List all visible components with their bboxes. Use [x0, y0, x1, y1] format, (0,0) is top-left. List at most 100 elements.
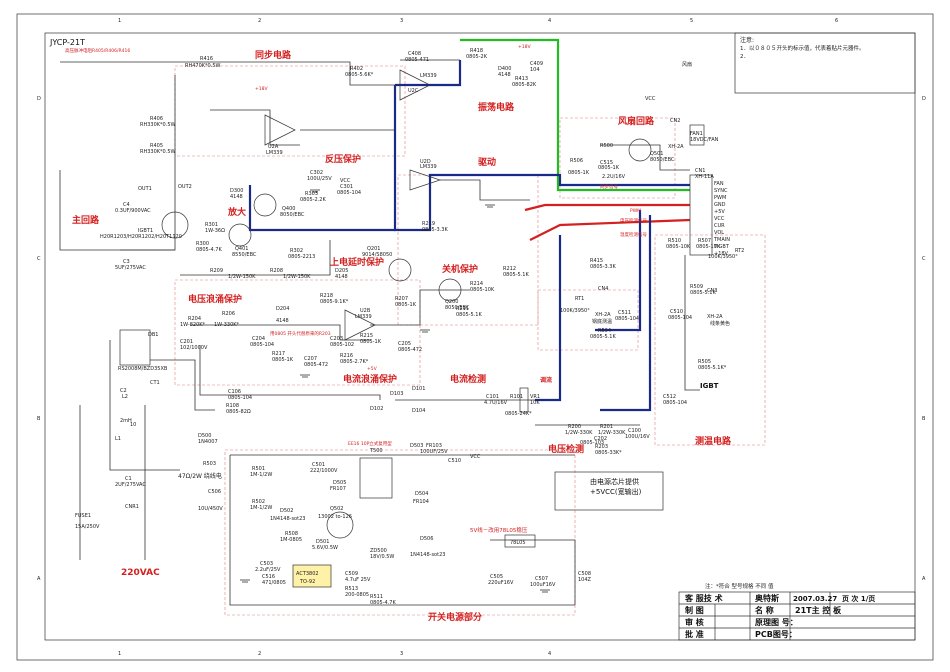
- grid-col-1: 1: [118, 18, 121, 24]
- section-shutdown: 关机保护: [442, 263, 478, 275]
- vr1-pot: [519, 387, 529, 413]
- c3-label: C3: [123, 259, 130, 265]
- title-pages: 页 次 1/页: [842, 594, 875, 603]
- grid-col-1-bottom: 1: [118, 651, 121, 657]
- section-ac-input: 220VAC: [121, 568, 160, 578]
- title-approved: 批 准: [685, 629, 704, 639]
- adjust-label: 调流: [540, 376, 552, 384]
- d502-label: D502: [280, 508, 293, 514]
- r302-label: R302: [290, 248, 303, 254]
- q201-label: Q201: [367, 246, 380, 252]
- r300-value: 0805-4.7K: [196, 247, 222, 253]
- cn2-connector: [689, 124, 705, 146]
- u2c-part: LM339: [420, 73, 437, 79]
- cn4-value: XH-2A: [595, 312, 611, 318]
- r504-value: 0805-5.1K: [590, 334, 616, 340]
- smps-region: [224, 449, 576, 616]
- title-footnote: 注：*符合 型号规格 不同 值: [705, 582, 774, 590]
- d204-value: 4148: [276, 318, 289, 324]
- q501-label: Q501: [650, 151, 663, 157]
- r503-value: 47Ω/2W 绕线电: [178, 472, 222, 480]
- c202-label: C202: [594, 436, 607, 442]
- u2d-label: U2D: [420, 159, 431, 165]
- wire-r209: [180, 240, 331, 276]
- cn3-label: CN3: [707, 288, 717, 294]
- d300-label: D300: [230, 188, 243, 194]
- cn1-pin-4: GND: [714, 202, 726, 208]
- r303-label: R303: [305, 191, 318, 197]
- t500-note: EE16 10P立式复用型: [348, 440, 392, 447]
- net-amp-blue: [248, 185, 395, 232]
- q400-label: Q400: [282, 206, 295, 212]
- cn1-pin-6: VCC: [714, 216, 725, 222]
- r203-value: 0805-33K*: [595, 450, 622, 456]
- cn1-connector: [689, 174, 713, 256]
- c510b-label: C510: [448, 458, 461, 464]
- wire-5v: [490, 539, 576, 605]
- u2a-label: U2A: [268, 144, 279, 150]
- d205-label: D205: [335, 268, 348, 274]
- grid-col-5: 5: [690, 18, 693, 24]
- grid-row-b-left: B: [37, 416, 41, 422]
- fuse1-label: FUSE1: [75, 513, 91, 519]
- igbt1-value: H20R1203/H20R1202/H20T1120: [100, 234, 182, 240]
- r502-value: 1M-1/2W: [250, 505, 272, 511]
- c3-value: 5UF/275VAC: [115, 265, 146, 271]
- r510-value: 0805-10K: [666, 244, 691, 250]
- u500-chip: [292, 564, 332, 588]
- u501-label: 78L05: [510, 540, 526, 546]
- notes-line-2: 2．: [740, 54, 749, 60]
- r406-label: R406: [150, 116, 163, 122]
- notes-line-1: 1．以０８０５开头的标示值，代表着贴片元器件。: [740, 44, 865, 52]
- q200-value: 8050/EBC: [445, 305, 470, 311]
- r416-label: R416: [200, 56, 213, 62]
- opamp-u2a: [264, 114, 296, 146]
- v18-tag: +18V: [518, 44, 531, 50]
- grid-row-c-left: C: [37, 256, 41, 262]
- c509-value: 4.7uF 25V: [345, 577, 371, 583]
- r207-label: R207: [395, 296, 408, 302]
- c101-value: 4.7U/16V: [484, 400, 508, 406]
- c408-value: 0805-471: [405, 57, 429, 63]
- r501-value: 1M-1/2W: [250, 472, 272, 478]
- vcc-tag-2: VCC: [340, 178, 351, 184]
- grid-col-4: 4: [548, 18, 551, 24]
- title-checked: 审 核: [685, 617, 704, 627]
- title-company: 客 服技 术: [684, 593, 723, 603]
- r216-label: R216: [340, 353, 353, 359]
- vcc-note: 由电源芯片提供: [590, 477, 639, 486]
- c100-label: C100: [628, 428, 641, 434]
- t500-label: T500: [369, 448, 383, 454]
- section-main: 主回路: [72, 214, 100, 226]
- c2-label: C2: [120, 388, 127, 394]
- r511-value: 0805-4.7K: [370, 600, 396, 606]
- d503-value: FR103: [426, 443, 442, 449]
- c106-value: 0805-104: [228, 395, 252, 401]
- wire-sync-top: [60, 61, 395, 86]
- d503-label: D503: [410, 443, 423, 449]
- r509-label: R509: [690, 284, 703, 290]
- u2d-part: LM339: [420, 164, 437, 170]
- d204-label: D204: [276, 306, 289, 312]
- r209-label: R209: [210, 268, 223, 274]
- c508-value: 104Z: [578, 577, 592, 583]
- v18-tag-2: +18V: [255, 86, 268, 92]
- r416-value: RH470K*0.5W: [185, 63, 221, 69]
- r300-label: R300: [196, 241, 209, 247]
- cnr1-label: CNR1: [125, 504, 139, 510]
- u2b-part: LM339: [355, 314, 372, 320]
- signal-temp: 温度检测信号: [620, 231, 647, 238]
- c505-value: 220uF16V: [488, 580, 514, 586]
- notes-box: [734, 32, 916, 94]
- wire-ct: [150, 359, 215, 411]
- r413-label: R413: [515, 76, 528, 82]
- r208-label: R208: [270, 268, 283, 274]
- q501-symbol: [628, 138, 652, 162]
- q401-value: 8550/EBC: [232, 252, 257, 258]
- r214-value: 0805-10K: [470, 287, 495, 293]
- notes-title: 注意:: [740, 36, 754, 44]
- c501-label: C501: [312, 462, 325, 468]
- q400-value: 8050/EBC: [280, 212, 305, 218]
- out2-label: OUT2: [178, 184, 192, 190]
